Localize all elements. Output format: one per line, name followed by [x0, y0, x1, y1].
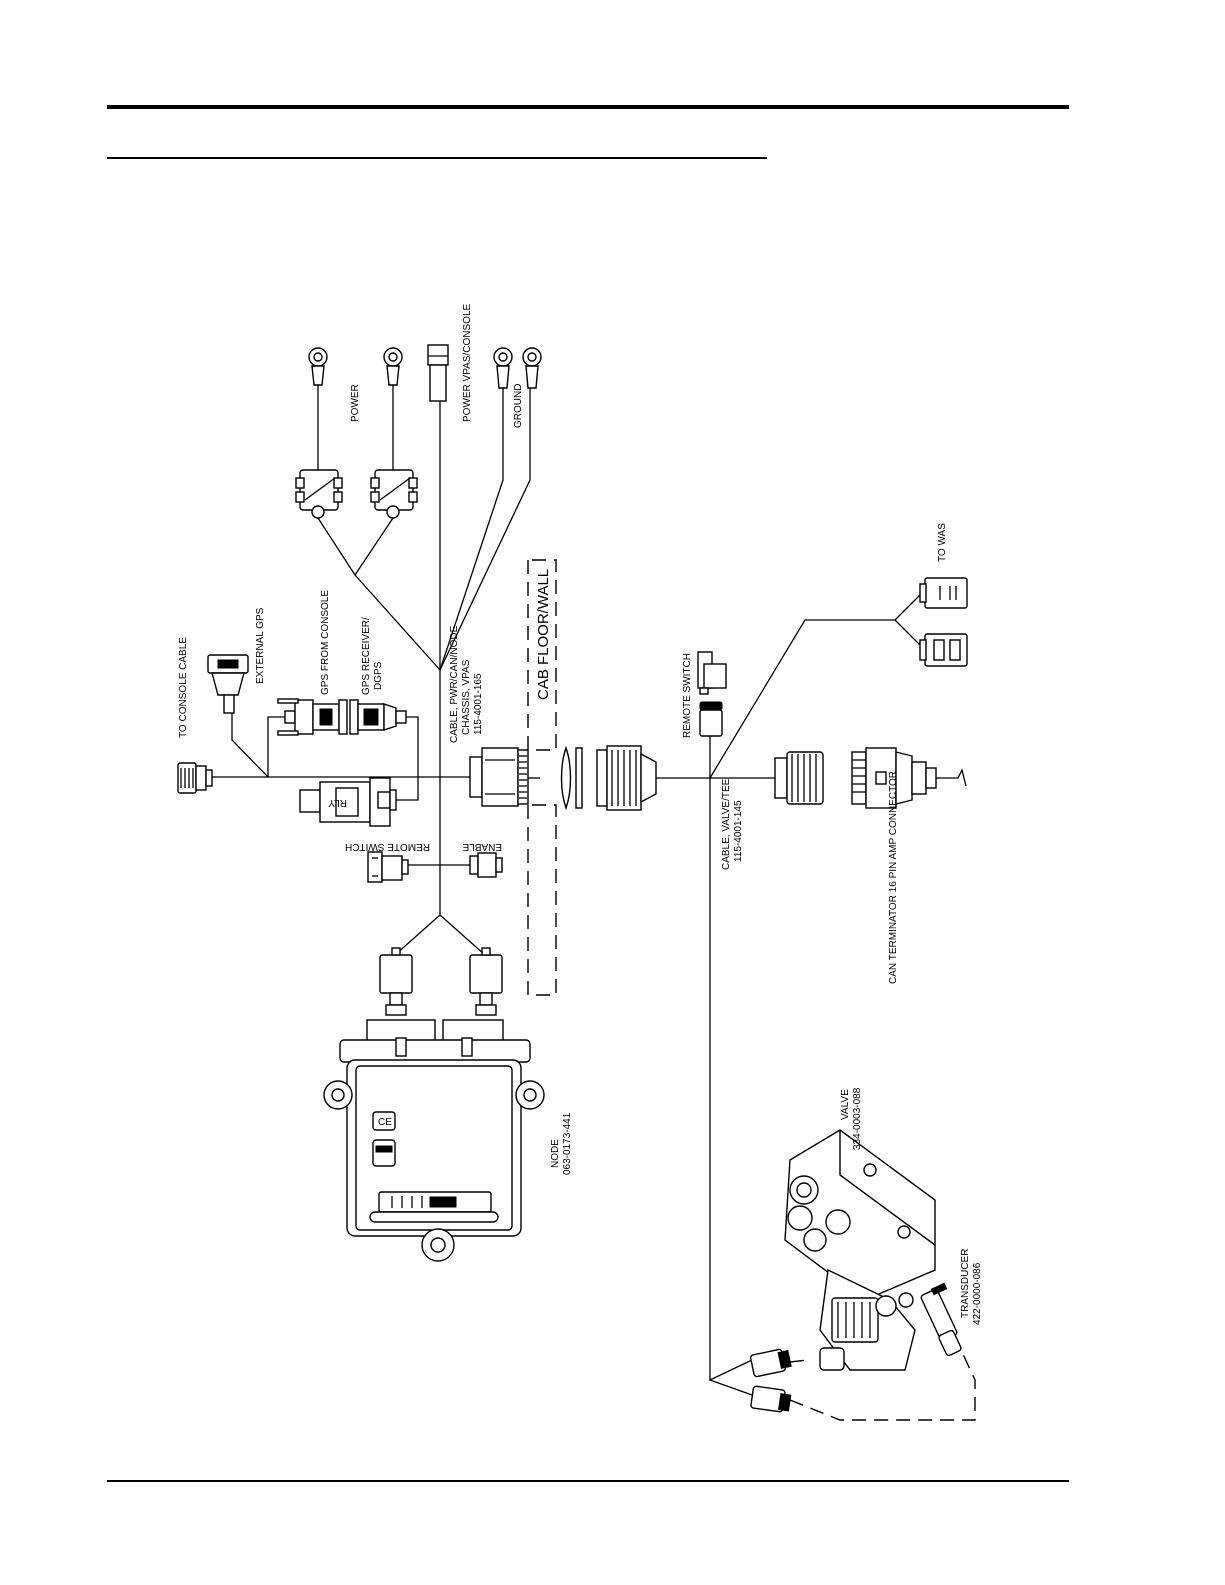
fuse-holder-icon	[295, 469, 343, 519]
db9-connector-icon	[349, 699, 407, 735]
header-rule-thin	[107, 157, 767, 159]
label-ground: GROUND	[513, 384, 524, 428]
valve-plug-connector-icon	[749, 1348, 792, 1378]
label-valve-2: 334-0003-088	[852, 1087, 863, 1150]
cab-floor-wall-label: CAB FLOOR/WALL	[535, 569, 552, 700]
label-gps-from-console: GPS FROM CONSOLE	[320, 590, 331, 695]
wire-node-1	[394, 914, 441, 956]
bulkhead-connector-right-icon	[596, 745, 657, 811]
wire-can-term-lead	[940, 768, 967, 787]
fuse-holder-icon	[370, 469, 418, 519]
label-gps-receiver-2: DGPS	[373, 661, 384, 690]
db9-connector-icon	[207, 654, 249, 714]
label-transducer-2: 422-0000-086	[972, 1262, 983, 1325]
wire-gps-receiver	[395, 716, 419, 801]
label-transducer-1: TRANSDUCER	[960, 1249, 971, 1318]
ring-terminal-icon	[308, 347, 328, 386]
label-enable: ENABLE	[462, 841, 502, 852]
ring-terminal-icon	[522, 347, 542, 389]
wire-valve-trunk-2	[709, 1379, 753, 1396]
label-node-2: 063-0173-441	[562, 1112, 573, 1175]
footer-rule	[107, 1480, 1069, 1482]
remote-switch-connector-icon	[697, 651, 727, 737]
wire-node-2	[439, 914, 486, 956]
label-remote-switch-left: REMOTE SWITCH	[345, 841, 430, 852]
can-terminator-icon	[851, 747, 940, 809]
wire-fan-power-2	[354, 517, 394, 576]
remote-switch-connector-icon	[367, 851, 409, 883]
label-remote-switch-top: REMOTE SWITCH	[682, 653, 693, 738]
label-can-terminator: CAN TERMINATOR 16 PIN AMP CONNECTOR	[888, 771, 899, 984]
svg-text:RLY: RLY	[328, 797, 347, 808]
node-connector-icon	[469, 947, 503, 1016]
wire-fan-ground-1	[439, 388, 504, 671]
db9-connector-icon	[277, 698, 348, 736]
node-connector-icon	[379, 947, 413, 1016]
wire-gps-from-console	[267, 716, 285, 777]
label-cable-pwr-1: CABLE, PWR/CAN/NODE	[449, 625, 460, 743]
header-rule-thick	[107, 105, 1069, 109]
power-vpas-connector-icon	[427, 344, 449, 402]
label-cable-pwr-2: CHASSIS, VPAS	[461, 659, 472, 735]
enable-connector-icon	[469, 852, 503, 878]
pressure-transducer-icon	[920, 1282, 962, 1357]
circular-connector-icon	[774, 751, 824, 805]
ring-terminal-icon	[383, 347, 403, 386]
label-cable-valve-1: CABLE, VALVE/TEE	[721, 778, 732, 870]
wire-fan-ground-2	[439, 388, 531, 671]
svg-text:CE: CE	[378, 1117, 392, 1128]
transducer-harness-dashed	[789, 1351, 976, 1421]
wall-grommet-icon	[560, 745, 583, 811]
label-node-1: NODE	[550, 1139, 561, 1168]
wire-to-was	[709, 589, 926, 779]
label-to-was: TO WAS	[937, 523, 948, 562]
label-power-vpas-console: POWER VPAS/CONSOLE	[462, 303, 473, 422]
label-to-console-cable: TO CONSOLE CABLE	[178, 637, 189, 738]
bulkhead-connector-left-icon	[469, 747, 540, 807]
cab-floor-wall-barrier: CAB FLOOR/WALL	[527, 559, 557, 996]
label-valve-1: VALVE	[840, 1089, 851, 1120]
wire-fan-power-1	[317, 517, 441, 671]
was-connector-icon	[919, 577, 968, 609]
wire-external-gps	[231, 712, 269, 778]
hydraulic-valve-icon	[784, 1129, 936, 1371]
node-module-icon: CE	[323, 1019, 545, 1262]
label-cable-valve-2: 115-4001-145	[733, 800, 744, 862]
label-external-gps: EXTERNAL GPS	[255, 607, 266, 684]
label-cable-pwr-3: 115-4001-165	[473, 673, 484, 735]
ring-terminal-icon	[493, 347, 513, 389]
label-gps-receiver-1: GPS RECEIVER/	[361, 617, 372, 695]
was-connector-icon	[919, 633, 968, 667]
wires	[212, 380, 967, 1396]
label-power: POWER	[350, 384, 361, 422]
console-cable-connector-icon	[177, 762, 213, 794]
valve-plug-connector-icon	[750, 1385, 792, 1413]
relay-icon: RLY	[299, 777, 397, 827]
labels: POWER POWER VPAS/CONSOLE GROUND TO WAS T…	[178, 303, 983, 1325]
